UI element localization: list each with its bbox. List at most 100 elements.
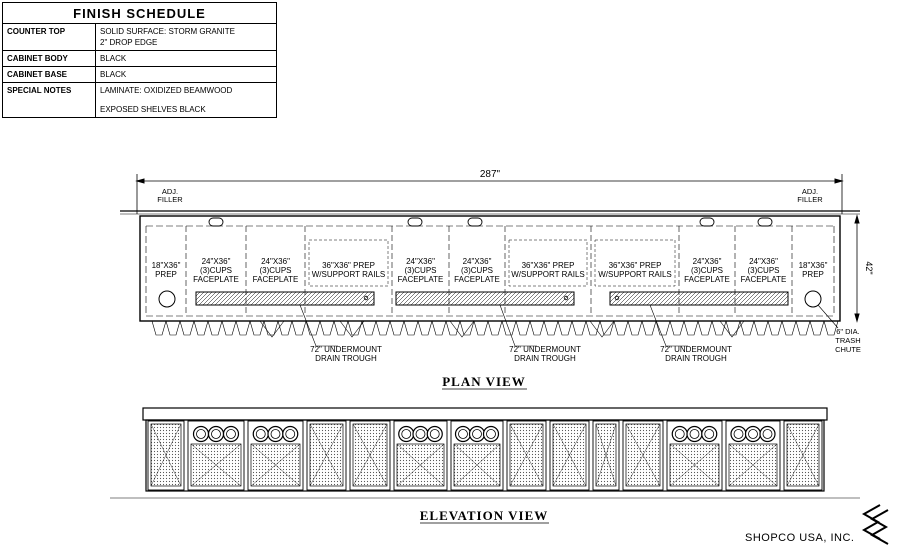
finish-schedule-table: FINISH SCHEDULE COUNTER TOP SOLID SURFAC… — [2, 2, 277, 118]
schedule-value-line: LAMINATE: OXIDIZED BEAMWOOD — [100, 86, 233, 95]
cup-inner — [285, 429, 296, 439]
adj-filler-label-left: FILLER — [157, 195, 183, 204]
section-label: (3)CUPS — [404, 266, 436, 275]
section-label: (3)CUPS — [691, 266, 723, 275]
door-detail — [352, 423, 388, 487]
section-label: 24"X36" — [202, 257, 231, 266]
cup-outline — [671, 425, 688, 443]
cup-outline — [454, 425, 472, 443]
schedule-value-line: BLACK — [100, 70, 127, 79]
counter-outline — [139, 215, 841, 322]
leader-line — [449, 320, 475, 338]
elevation-bays — [147, 420, 823, 491]
schedule-value-line: 2" DROP EDGE — [100, 38, 158, 47]
elevation-view-title: ELEVATION VIEW — [420, 508, 549, 523]
cup-inner — [486, 429, 496, 439]
cabinet-bay — [622, 420, 664, 491]
schedule-row-special-notes: SPECIAL NOTES LAMINATE: OXIDIZED BEAMWOO… — [2, 82, 277, 118]
trash-chute-circle — [804, 290, 822, 308]
section-label: PREP — [155, 270, 177, 279]
cabinet-bay — [147, 420, 185, 491]
prep-outline — [508, 239, 588, 287]
cup-outline — [744, 425, 762, 443]
drain-troughs — [195, 291, 789, 306]
cup-inner — [472, 429, 482, 439]
faucet-oval — [699, 217, 715, 227]
trash-chutes — [158, 290, 822, 308]
faucet-oval — [208, 217, 224, 227]
section-label: W/SUPPORT RAILS — [312, 270, 386, 279]
schedule-value: LAMINATE: OXIDIZED BEAMWOOD EXPOSED SHEL… — [95, 82, 277, 118]
trash-chute-circle — [158, 290, 176, 308]
drain-trough — [395, 291, 575, 306]
section-label: 36"X36" PREP — [609, 261, 662, 270]
cabinet-bay — [666, 420, 723, 491]
countertop-edge — [142, 407, 828, 421]
drain-callout-label: 72" UNDERMOUNT — [509, 345, 581, 354]
cup-outline — [482, 425, 500, 443]
section-label: 24"X36" — [693, 257, 722, 266]
drain-callout-leader — [299, 304, 338, 347]
plan-view — [120, 174, 860, 323]
section-label: 18"X36" — [152, 261, 181, 270]
cup-outline — [252, 425, 269, 443]
schedule-row-counter-top: COUNTER TOP SOLID SURFACE: STORM GRANITE… — [2, 23, 277, 51]
cabinet-bay — [306, 420, 347, 491]
cup-inner — [415, 429, 426, 439]
cup-outline — [686, 425, 703, 443]
door-detail — [309, 423, 344, 487]
cup-outline — [426, 425, 443, 443]
cabinet-bay — [349, 420, 391, 491]
cup-outline — [282, 425, 299, 443]
faucet-oval — [757, 217, 773, 227]
section-label: PREP — [802, 270, 824, 279]
cup-outline — [398, 425, 415, 443]
drain-callout-label: DRAIN TROUGH — [514, 354, 576, 363]
drain-callout-label: 72" UNDERMOUNT — [660, 345, 732, 354]
cabinet-bay — [592, 420, 620, 491]
plan-view-title: PLAN VIEW — [442, 374, 526, 389]
cup-inner — [458, 429, 468, 439]
section-label: FACEPLATE — [741, 275, 787, 284]
cup-outline — [222, 425, 240, 443]
cup-inner — [429, 429, 440, 439]
cup-inner — [270, 429, 281, 439]
leader-line — [719, 320, 745, 338]
door-detail — [150, 423, 182, 487]
section-label: W/SUPPORT RAILS — [511, 270, 585, 279]
section-label: (3)CUPS — [200, 266, 232, 275]
section-label: 24"X36" — [749, 257, 778, 266]
cabinet-bay — [393, 420, 448, 491]
faucet-oval — [467, 217, 483, 227]
cabinet-bay — [187, 420, 245, 491]
bottle-rail-outline — [151, 320, 839, 336]
cup-outline — [730, 425, 747, 443]
cup-outline — [267, 425, 284, 443]
schedule-row-cabinet-base: CABINET BASE BLACK — [2, 66, 277, 83]
drain-trough — [609, 291, 789, 306]
cabinet-body — [145, 419, 825, 492]
leader-line — [589, 320, 615, 338]
section-label: (3)CUPS — [259, 266, 291, 275]
section-label: (3)CUPS — [461, 266, 493, 275]
drain-callout-label: DRAIN TROUGH — [315, 354, 377, 363]
cabinet-bay — [549, 420, 590, 491]
leader-line — [339, 320, 365, 338]
door-detail — [552, 423, 587, 487]
drain-callout-label: 72" UNDERMOUNT — [310, 345, 382, 354]
elevation-view — [110, 407, 860, 499]
cup-outline — [192, 425, 210, 443]
trash-chute-label: TRASH — [835, 336, 860, 345]
section-label: FACEPLATE — [193, 275, 239, 284]
drain-callout-leader — [649, 304, 688, 347]
faucet-oval — [407, 217, 423, 227]
schedule-label: SPECIAL NOTES — [2, 82, 96, 118]
leader-line — [259, 320, 285, 338]
cup-inner — [401, 429, 412, 439]
section-label: (3)CUPS — [747, 266, 779, 275]
drain-callout-leader — [499, 304, 537, 347]
brand-name: SHOPCO USA, INC. — [745, 532, 855, 544]
cup-inner — [704, 429, 715, 439]
